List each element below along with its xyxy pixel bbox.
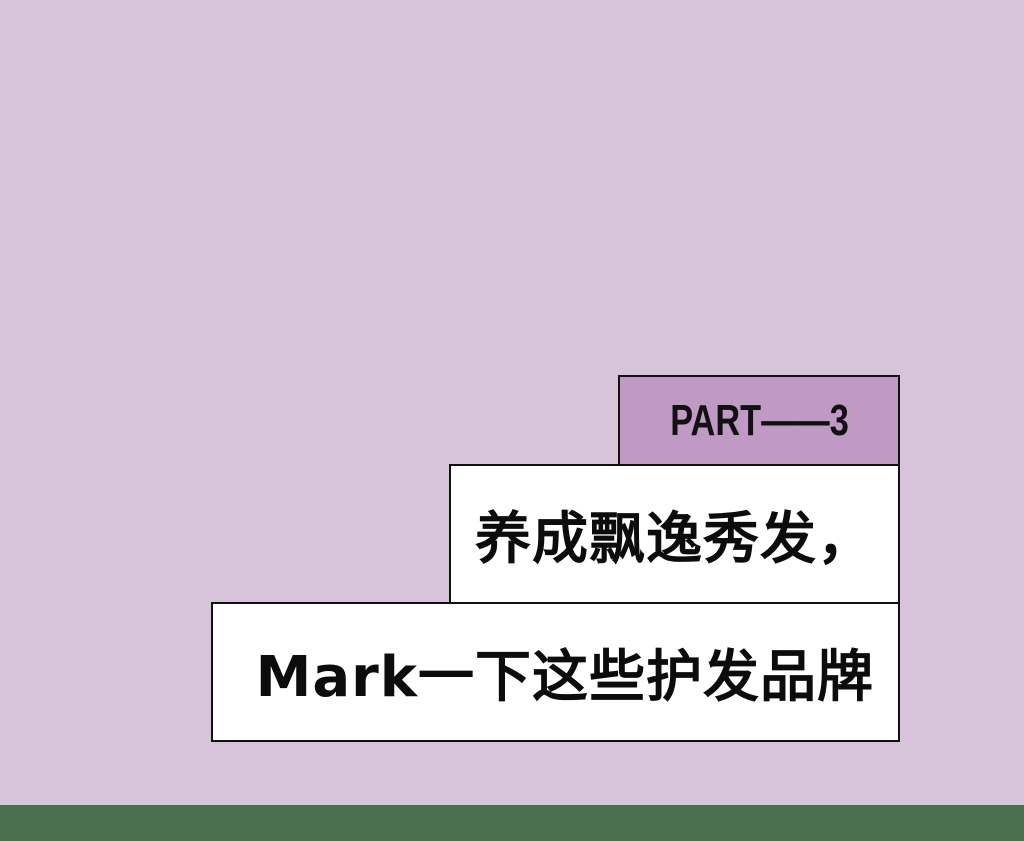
part-number-label: PART——3 [669,396,849,445]
headline-line-2-box: Mark一下这些护发品牌 [211,602,900,742]
headline-line-1: 养成飘逸秀发， [475,507,874,572]
part-number-box: PART——3 [618,375,900,467]
headline-line-1-box: 养成飘逸秀发， [449,464,900,605]
headline-line-2: Mark一下这些护发品牌 [255,644,874,710]
bottom-bar [0,805,1024,841]
